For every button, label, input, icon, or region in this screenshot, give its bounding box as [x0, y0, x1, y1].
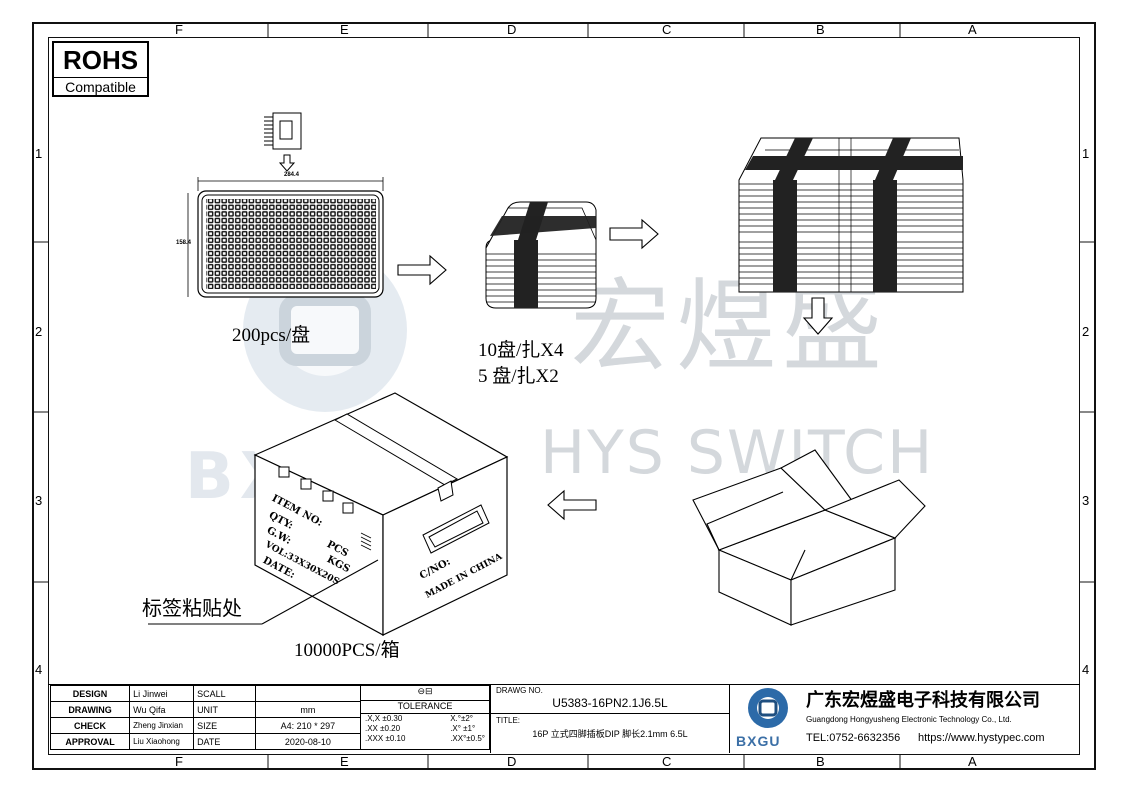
zone-col-top-f: F — [175, 22, 183, 37]
zone-row-right-2: 2 — [1082, 324, 1090, 339]
tray-drawing — [187, 112, 384, 298]
drawing-name: Wu Qifa — [129, 701, 195, 718]
drawing-number-cell: DRAWG NO. U5383-16PN2.1J6.5L TITLE: 16P … — [490, 685, 730, 753]
arrow-left-icon — [547, 489, 597, 521]
design-name: Li Jinwei — [129, 685, 195, 702]
label-position-text: 标签粘贴处 — [142, 596, 242, 620]
zone-row-right-1: 1 — [1082, 146, 1090, 161]
stacked-bundles-drawing — [738, 137, 964, 293]
company-name-cn: 广东宏煜盛电子科技有限公司 — [806, 690, 1040, 711]
drawing-no-label: DRAWG NO. — [496, 686, 543, 695]
zone-col-top-c: C — [662, 22, 672, 37]
title-block-signatures: DESIGN Li Jinwei SCALL ⊖⊟ TOLERANCE .X,X… — [49, 685, 491, 750]
title-label: TITLE: — [496, 716, 521, 725]
check-label: CHECK — [49, 717, 131, 734]
company-name-en: Guangdong Hongyusheng Electronic Technol… — [806, 715, 1012, 724]
zone-row-left-1: 1 — [35, 146, 43, 161]
tray-width-dimension: 284.4 — [284, 172, 300, 178]
design-label: DESIGN — [49, 685, 131, 702]
zone-col-top-e: E — [340, 22, 349, 37]
size-label: SIZE — [193, 717, 256, 734]
tol-linear-1: .X,X ±0.30 — [364, 714, 403, 723]
shipping-box-open-drawing — [692, 449, 926, 626]
zone-col-top-b: B — [816, 22, 825, 37]
bundle-quantity-line-2: 5 盘/扎X2 — [478, 366, 559, 387]
unit-value: mm — [254, 701, 361, 718]
tol-linear-2: .XX ±0.20 — [364, 724, 401, 733]
tolerance-label: TOLERANCE — [360, 701, 489, 714]
drawing-number: U5383-16PN2.1J6.5L — [491, 696, 729, 714]
tolerance-cell: ⊖⊟ TOLERANCE .X,X ±0.30 .XX ±0.20 .XXX ±… — [359, 685, 491, 750]
tol-angle-1: X.°±2° — [450, 714, 473, 723]
zone-col-bottom-b: B — [816, 754, 825, 769]
zone-col-bottom-d: D — [507, 754, 517, 769]
tray-quantity-label: 200pcs/盘 — [232, 325, 311, 346]
tray-height-dimension: 158.4 — [176, 240, 192, 246]
scall-label: SCALL — [193, 685, 256, 702]
tol-angle-3: .XX°±0.5° — [450, 734, 485, 743]
zone-row-left-2: 2 — [35, 324, 43, 339]
zone-row-right-3: 3 — [1082, 493, 1090, 508]
check-name: Zheng Jinxian — [129, 717, 195, 734]
company-tel: TEL:0752-6632356 — [806, 732, 901, 744]
drawing-outer-frame — [32, 22, 1096, 770]
drawing-label: DRAWING — [49, 701, 131, 718]
arrow-right-2-icon — [609, 218, 659, 250]
tol-linear-3: .XXX ±0.10 — [364, 734, 406, 743]
company-website[interactable]: https://www.hystypec.com — [918, 732, 1045, 744]
projection-symbol-icon: ⊖⊟ — [360, 686, 489, 701]
zone-col-bottom-c: C — [662, 754, 672, 769]
size-value: A4: 210 * 297 — [254, 717, 361, 734]
zone-col-bottom-f: F — [175, 754, 183, 769]
zone-row-left-4: 4 — [35, 662, 43, 677]
date-value: 2020-08-10 — [254, 733, 361, 750]
zone-col-bottom-a: A — [968, 754, 977, 769]
tray-bundle-drawing — [485, 201, 597, 309]
zone-row-left-3: 3 — [35, 493, 43, 508]
company-logo-icon — [748, 688, 788, 728]
company-logo-text: BXGU — [736, 733, 781, 749]
title-block — [48, 684, 1080, 755]
drawing-inner-frame — [48, 37, 1080, 755]
unit-label: UNIT — [193, 701, 256, 718]
bundle-quantity-line-1: 10盘/扎X4 — [478, 340, 564, 361]
zone-row-right-4: 4 — [1082, 662, 1090, 677]
date-label: DATE — [193, 733, 256, 750]
arrow-down-icon — [802, 297, 834, 335]
rohs-title: ROHS — [54, 43, 147, 78]
zone-col-top-a: A — [968, 22, 977, 37]
title-value: 16P 立式四脚插板DIP 脚长2.1mm 6.5L — [532, 729, 688, 739]
down-arrow-icon — [278, 154, 296, 172]
rohs-subtitle: Compatible — [65, 79, 136, 95]
approval-name: Liu Xiaohong — [129, 733, 195, 750]
connector-part-icon — [264, 112, 302, 150]
zone-col-top-d: D — [507, 22, 517, 37]
tol-angle-2: .X° ±1° — [450, 724, 476, 733]
zone-col-bottom-e: E — [340, 754, 349, 769]
approval-label: APPROVAL — [49, 733, 131, 750]
watermark-brand-en: HYS SWITCH — [540, 418, 935, 488]
scall-value — [254, 685, 361, 702]
shipping-box-closed-drawing — [253, 392, 509, 637]
rohs-badge: ROHS Compatible — [52, 41, 149, 97]
arrow-right-1-icon — [397, 254, 447, 286]
box-quantity-label: 10000PCS/箱 — [294, 640, 400, 661]
